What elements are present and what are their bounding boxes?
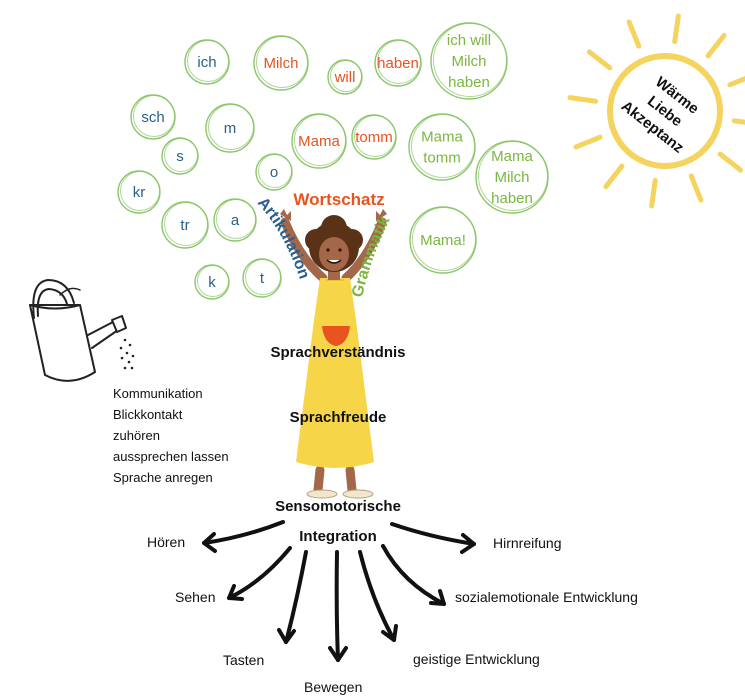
word-bubble: s xyxy=(161,137,199,175)
sun-icon: Wärme Liebe Akzeptanz xyxy=(567,13,745,209)
bubble-word: ich will xyxy=(447,32,491,49)
integration-label: Integration xyxy=(299,528,377,545)
bubble-word: Mama xyxy=(421,129,463,146)
bubble-word: a xyxy=(231,212,240,229)
bubble-word: o xyxy=(270,164,278,181)
root-label-hirnreifung: Hirnreifung xyxy=(493,535,561,551)
sprachverstaendnis-label: Sprachverständnis xyxy=(270,344,405,361)
root-label-sehen: Sehen xyxy=(175,589,215,605)
bubble-word: s xyxy=(176,148,184,165)
bubble-word: Milch xyxy=(263,55,298,72)
care-item: zuhören xyxy=(113,428,160,443)
bubble-word: Milch xyxy=(451,53,486,70)
root-label-tasten: Tasten xyxy=(223,652,264,668)
word-bubble: will xyxy=(327,59,363,95)
root-label-sozialemotionale-entwicklung: sozialemotionale Entwicklung xyxy=(455,589,638,605)
water-drops xyxy=(119,338,135,370)
word-bubble: kr xyxy=(117,170,161,214)
bubble-word: haben xyxy=(448,74,490,91)
word-bubble: haben xyxy=(374,39,422,87)
word-bubble: t xyxy=(242,258,282,298)
bubble-word: m xyxy=(224,120,237,137)
bubble-word: tr xyxy=(180,217,189,234)
bubble-word: Mama xyxy=(491,148,533,165)
bubble-word: kr xyxy=(133,184,146,201)
bubble-word: Mama! xyxy=(420,232,466,249)
word-bubble: Milch xyxy=(253,35,309,91)
bubble-word: haben xyxy=(377,55,419,72)
bubble-word: sch xyxy=(141,109,164,126)
sprachfreude-label: Sprachfreude xyxy=(290,409,387,426)
word-bubble: tr xyxy=(161,201,209,249)
bubble-word: ich xyxy=(197,54,216,71)
word-bubble: a xyxy=(213,198,257,242)
word-bubble: ich xyxy=(184,39,230,85)
word-bubble: Mama tomm xyxy=(408,113,476,181)
care-item: aussprechen lassen xyxy=(113,449,229,464)
bubble-word: k xyxy=(208,274,216,291)
care-item: Kommunikation xyxy=(113,386,203,401)
bubble-word: Mama xyxy=(298,133,340,150)
bubble-word: t xyxy=(260,270,265,287)
root-label-geistige-entwicklung: geistige Entwicklung xyxy=(413,651,540,667)
word-bubble: Mama! xyxy=(409,206,477,274)
sensomotorische-label: Sensomotorische xyxy=(275,498,401,515)
word-bubble: m xyxy=(205,103,255,153)
care-item: Blickkontakt xyxy=(113,407,183,422)
root-label-hoeren: Hören xyxy=(147,534,185,550)
word-bubble: tomm xyxy=(351,114,397,160)
care-item: Sprache anregen xyxy=(113,470,213,485)
bubble-word: will xyxy=(334,69,356,86)
word-bubble: o xyxy=(255,153,293,191)
bubble-word: tomm xyxy=(355,129,393,146)
root-arrows xyxy=(202,520,476,662)
root-label-bewegen: Bewegen xyxy=(304,679,362,695)
word-bubble: k xyxy=(194,264,230,300)
wortschatz-label: Wortschatz xyxy=(293,190,384,209)
word-bubble: sch xyxy=(130,94,176,140)
bubble-word: tomm xyxy=(423,150,461,167)
child-figure xyxy=(280,209,387,499)
bubble-word: Milch xyxy=(494,169,529,186)
care-list: Kommunikation Blickkontakt zuhören aussp… xyxy=(113,383,229,488)
bubble-word: haben xyxy=(491,190,533,207)
watering-can-icon xyxy=(29,279,127,382)
word-bubble: Mama xyxy=(291,113,347,169)
